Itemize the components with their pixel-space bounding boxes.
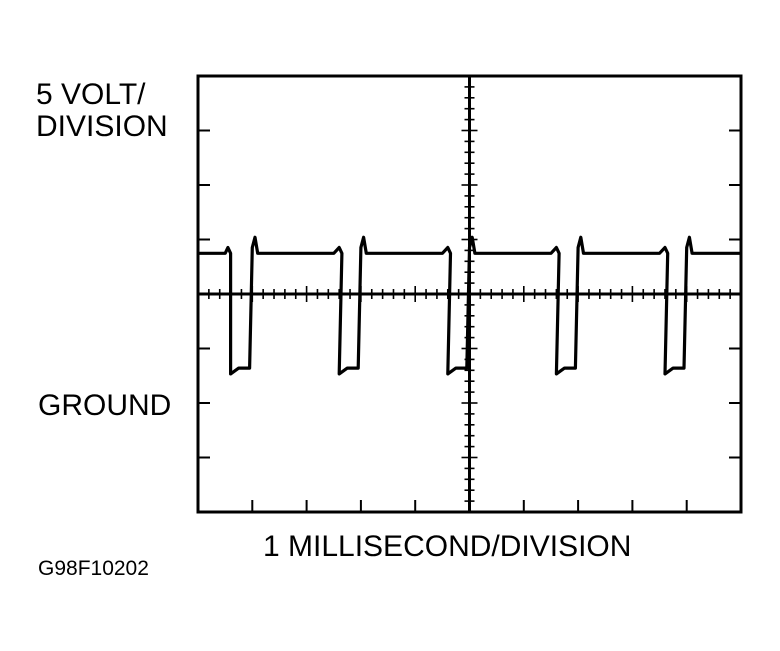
y-scale-label-line1: 5 VOLT/	[36, 78, 146, 111]
waveform-trace	[198, 235, 741, 376]
x-scale-label: 1 MILLISECOND/DIVISION	[263, 530, 632, 563]
figure-id: G98F10202	[38, 557, 149, 580]
ground-label: GROUND	[38, 389, 172, 422]
y-scale-label-line2: DIVISION	[36, 110, 168, 143]
